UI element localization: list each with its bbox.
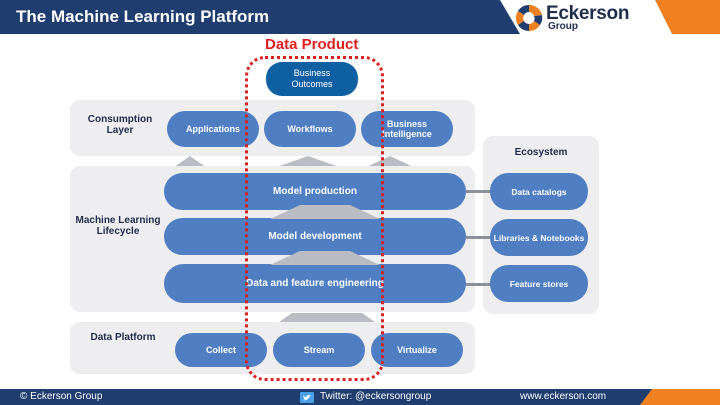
libraries-notebooks-pill: Libraries & Notebooks xyxy=(490,219,588,256)
stream-pill: Stream xyxy=(273,333,365,367)
connector-line xyxy=(466,236,491,239)
virtualize-pill: Virtualize xyxy=(371,333,463,367)
footer-website[interactable]: www.eckerson.com xyxy=(520,391,607,402)
feature-stores-pill: Feature stores xyxy=(490,265,588,302)
logo-name: Eckerson xyxy=(546,3,630,24)
business-outcomes-pill: Business Outcomes xyxy=(266,62,358,96)
workflows-pill: Workflows xyxy=(264,111,356,147)
ecosystem-label: Ecosystem xyxy=(514,147,568,158)
model-production-bar: Model production xyxy=(164,173,466,210)
consumption-layer-label: Consumption Layer xyxy=(87,114,153,136)
business-intelligence-pill: Business Intelligence xyxy=(361,111,453,147)
page-title: The Machine Learning Platform xyxy=(16,7,270,26)
logo-subtitle: Group xyxy=(548,21,578,32)
footer-twitter[interactable]: Twitter: @eckersongroup xyxy=(320,391,432,402)
footer-accent xyxy=(640,389,720,405)
lifecycle-arrow-2 xyxy=(270,251,380,265)
connector-line xyxy=(466,283,491,286)
data-feature-engineering-bar: Data and feature engineering xyxy=(164,264,466,303)
model-development-bar: Model development xyxy=(164,218,466,255)
data-product-title: Data Product xyxy=(265,36,359,53)
data-product-boundary xyxy=(245,56,384,381)
eckerson-logo-icon xyxy=(515,4,543,32)
header-bar xyxy=(0,0,720,34)
twitter-icon xyxy=(300,392,314,403)
footer-bar xyxy=(0,389,720,405)
data-catalogs-pill: Data catalogs xyxy=(490,173,588,210)
footer-copyright: © Eckerson Group xyxy=(20,391,103,402)
connector-line xyxy=(466,190,491,193)
lifecycle-label: Machine Learning Lifecycle xyxy=(75,215,161,237)
lifecycle-arrow-1 xyxy=(270,205,380,219)
applications-pill: Applications xyxy=(167,111,259,147)
data-platform-label: Data Platform xyxy=(90,332,156,343)
